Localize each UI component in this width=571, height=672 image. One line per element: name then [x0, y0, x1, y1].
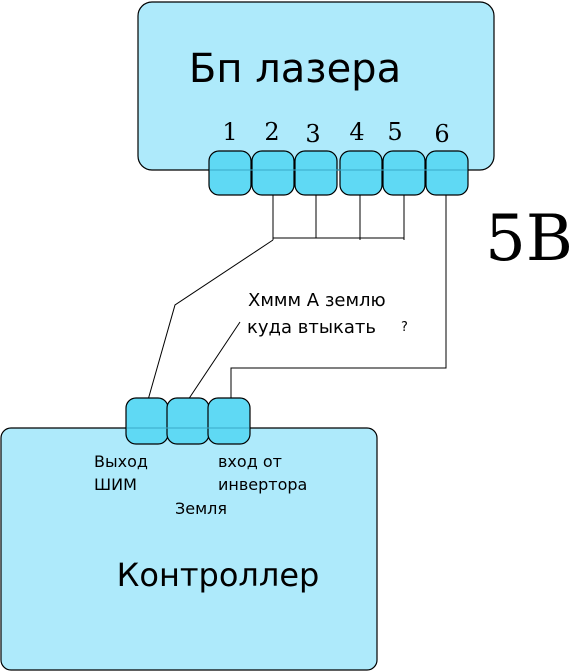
- ground-label: Земля: [175, 499, 227, 518]
- laser-psu-block: Бп лазера 1 2 3 4 5 6: [137, 1, 495, 196]
- psu-pin-3: [294, 150, 338, 196]
- psu-pin-5: [382, 150, 426, 196]
- laser-psu-connector: [208, 150, 469, 196]
- wires: [147, 195, 447, 401]
- pwm-label-line-1: Выход: [94, 452, 148, 471]
- controller-pin-inverter: [207, 397, 251, 445]
- laser-psu-title: Бп лазера: [189, 46, 401, 92]
- psu-pin-1: [208, 150, 252, 196]
- pin-number-6: 6: [434, 120, 449, 148]
- controller-pin-pwm: [125, 397, 169, 445]
- controller-pin-ground: [166, 397, 210, 445]
- pin-number-1: 1: [222, 118, 237, 146]
- inverter-label-line-1: вход от: [218, 452, 282, 471]
- controller-box: [0, 427, 378, 671]
- pin-number-4: 4: [349, 118, 364, 146]
- voltage-label: 5В: [485, 202, 571, 276]
- question-line-2: куда втыкать: [247, 317, 376, 338]
- pin-number-3: 3: [305, 120, 320, 148]
- psu-pin-4: [339, 150, 383, 196]
- question-line-1: Хммм А землю: [248, 290, 386, 311]
- pwm-label-line-2: ШИМ: [94, 475, 137, 494]
- controller-connector: [125, 397, 251, 445]
- psu-pin-6: [425, 150, 469, 196]
- inverter-label-line-2: инвертора: [218, 475, 307, 494]
- wire-to-pwm: [147, 239, 274, 401]
- pin-number-5: 5: [387, 118, 402, 146]
- wire-ground-stub: [187, 321, 241, 401]
- question-mark: ?: [401, 320, 408, 335]
- controller-title: Контроллер: [117, 556, 320, 594]
- pin-number-2: 2: [264, 118, 279, 146]
- psu-pin-2: [251, 150, 295, 196]
- controller-block: Выход ШИМ Земля вход от инвертора Контро…: [0, 397, 378, 671]
- wire-pin-6-to-inverter: [230, 195, 447, 400]
